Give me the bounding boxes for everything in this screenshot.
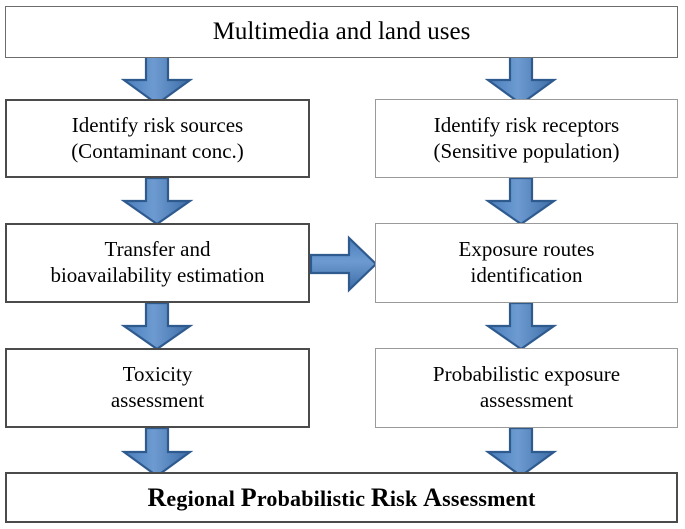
node-transfer-and-bioavailability-estimation: Transfer and bioavailability estimation [5, 223, 310, 303]
arrow-risk-sources-to-transfer [120, 176, 194, 226]
node-multimedia-and-land-uses: Multimedia and land uses [5, 6, 678, 58]
node-regional-probabilistic-risk-assessment: Regional Probabilistic Risk Assessment [5, 472, 678, 523]
assessment-rest: ssessment [442, 485, 536, 511]
arrow-toxicity-to-regional [120, 426, 194, 478]
node-identify-risk-sources: Identify risk sources (Contaminant conc.… [5, 99, 310, 178]
node-multimedia-and-land-uses-label: Multimedia and land uses [212, 17, 471, 45]
node-transfer-label-line1: Transfer and [104, 237, 211, 262]
risk-rest: isk [389, 485, 418, 511]
assessment-initial-a: A [423, 482, 443, 512]
arrow-prob-exposure-to-regional [484, 426, 558, 478]
arrow-top-to-risk-receptors [484, 52, 558, 106]
arrow-transfer-to-exposure-routes [309, 235, 379, 293]
node-exposure-routes-label-line1: Exposure routes [458, 237, 595, 262]
risk-initial-r: R [370, 482, 390, 512]
node-exposure-routes-label-line2: identification [470, 263, 583, 287]
node-probabilistic-exposure-assessment: Probabilistic exposure assessment [375, 348, 678, 428]
arrow-transfer-to-toxicity [120, 301, 194, 351]
node-exposure-routes-identification: Exposure routes identification [375, 223, 678, 303]
node-prob-exposure-label-line2: assessment [479, 388, 574, 412]
node-identify-risk-receptors-label-line2: (Sensitive population) [433, 138, 620, 163]
node-identify-risk-receptors-label-line1: Identify risk receptors [433, 112, 620, 137]
node-prob-exposure-label-line1: Probabilistic exposure [432, 362, 621, 387]
node-regional-label: Regional Probabilistic Risk Assessment [7, 482, 676, 514]
probabilistic-rest: robabilistic [256, 485, 366, 511]
node-toxicity-assessment: Toxicity assessment [5, 348, 310, 428]
regional-rest: egional [166, 485, 236, 511]
regional-initial-r: R [147, 482, 167, 512]
node-identify-risk-sources-label-line2: (Contaminant conc.) [71, 138, 244, 163]
node-identify-risk-receptors: Identify risk receptors (Sensitive popul… [375, 99, 678, 178]
arrow-top-to-risk-sources [120, 52, 194, 106]
node-identify-risk-sources-label-line1: Identify risk sources [71, 112, 244, 137]
node-transfer-label-line2: bioavailability estimation [50, 263, 265, 287]
arrow-exposure-routes-to-prob-exposure [484, 301, 558, 351]
probabilistic-initial-p: P [240, 482, 257, 512]
arrow-risk-receptors-to-exposure-routes [484, 176, 558, 226]
node-toxicity-label-line2: assessment [110, 388, 205, 412]
node-toxicity-label-line1: Toxicity [122, 362, 193, 387]
